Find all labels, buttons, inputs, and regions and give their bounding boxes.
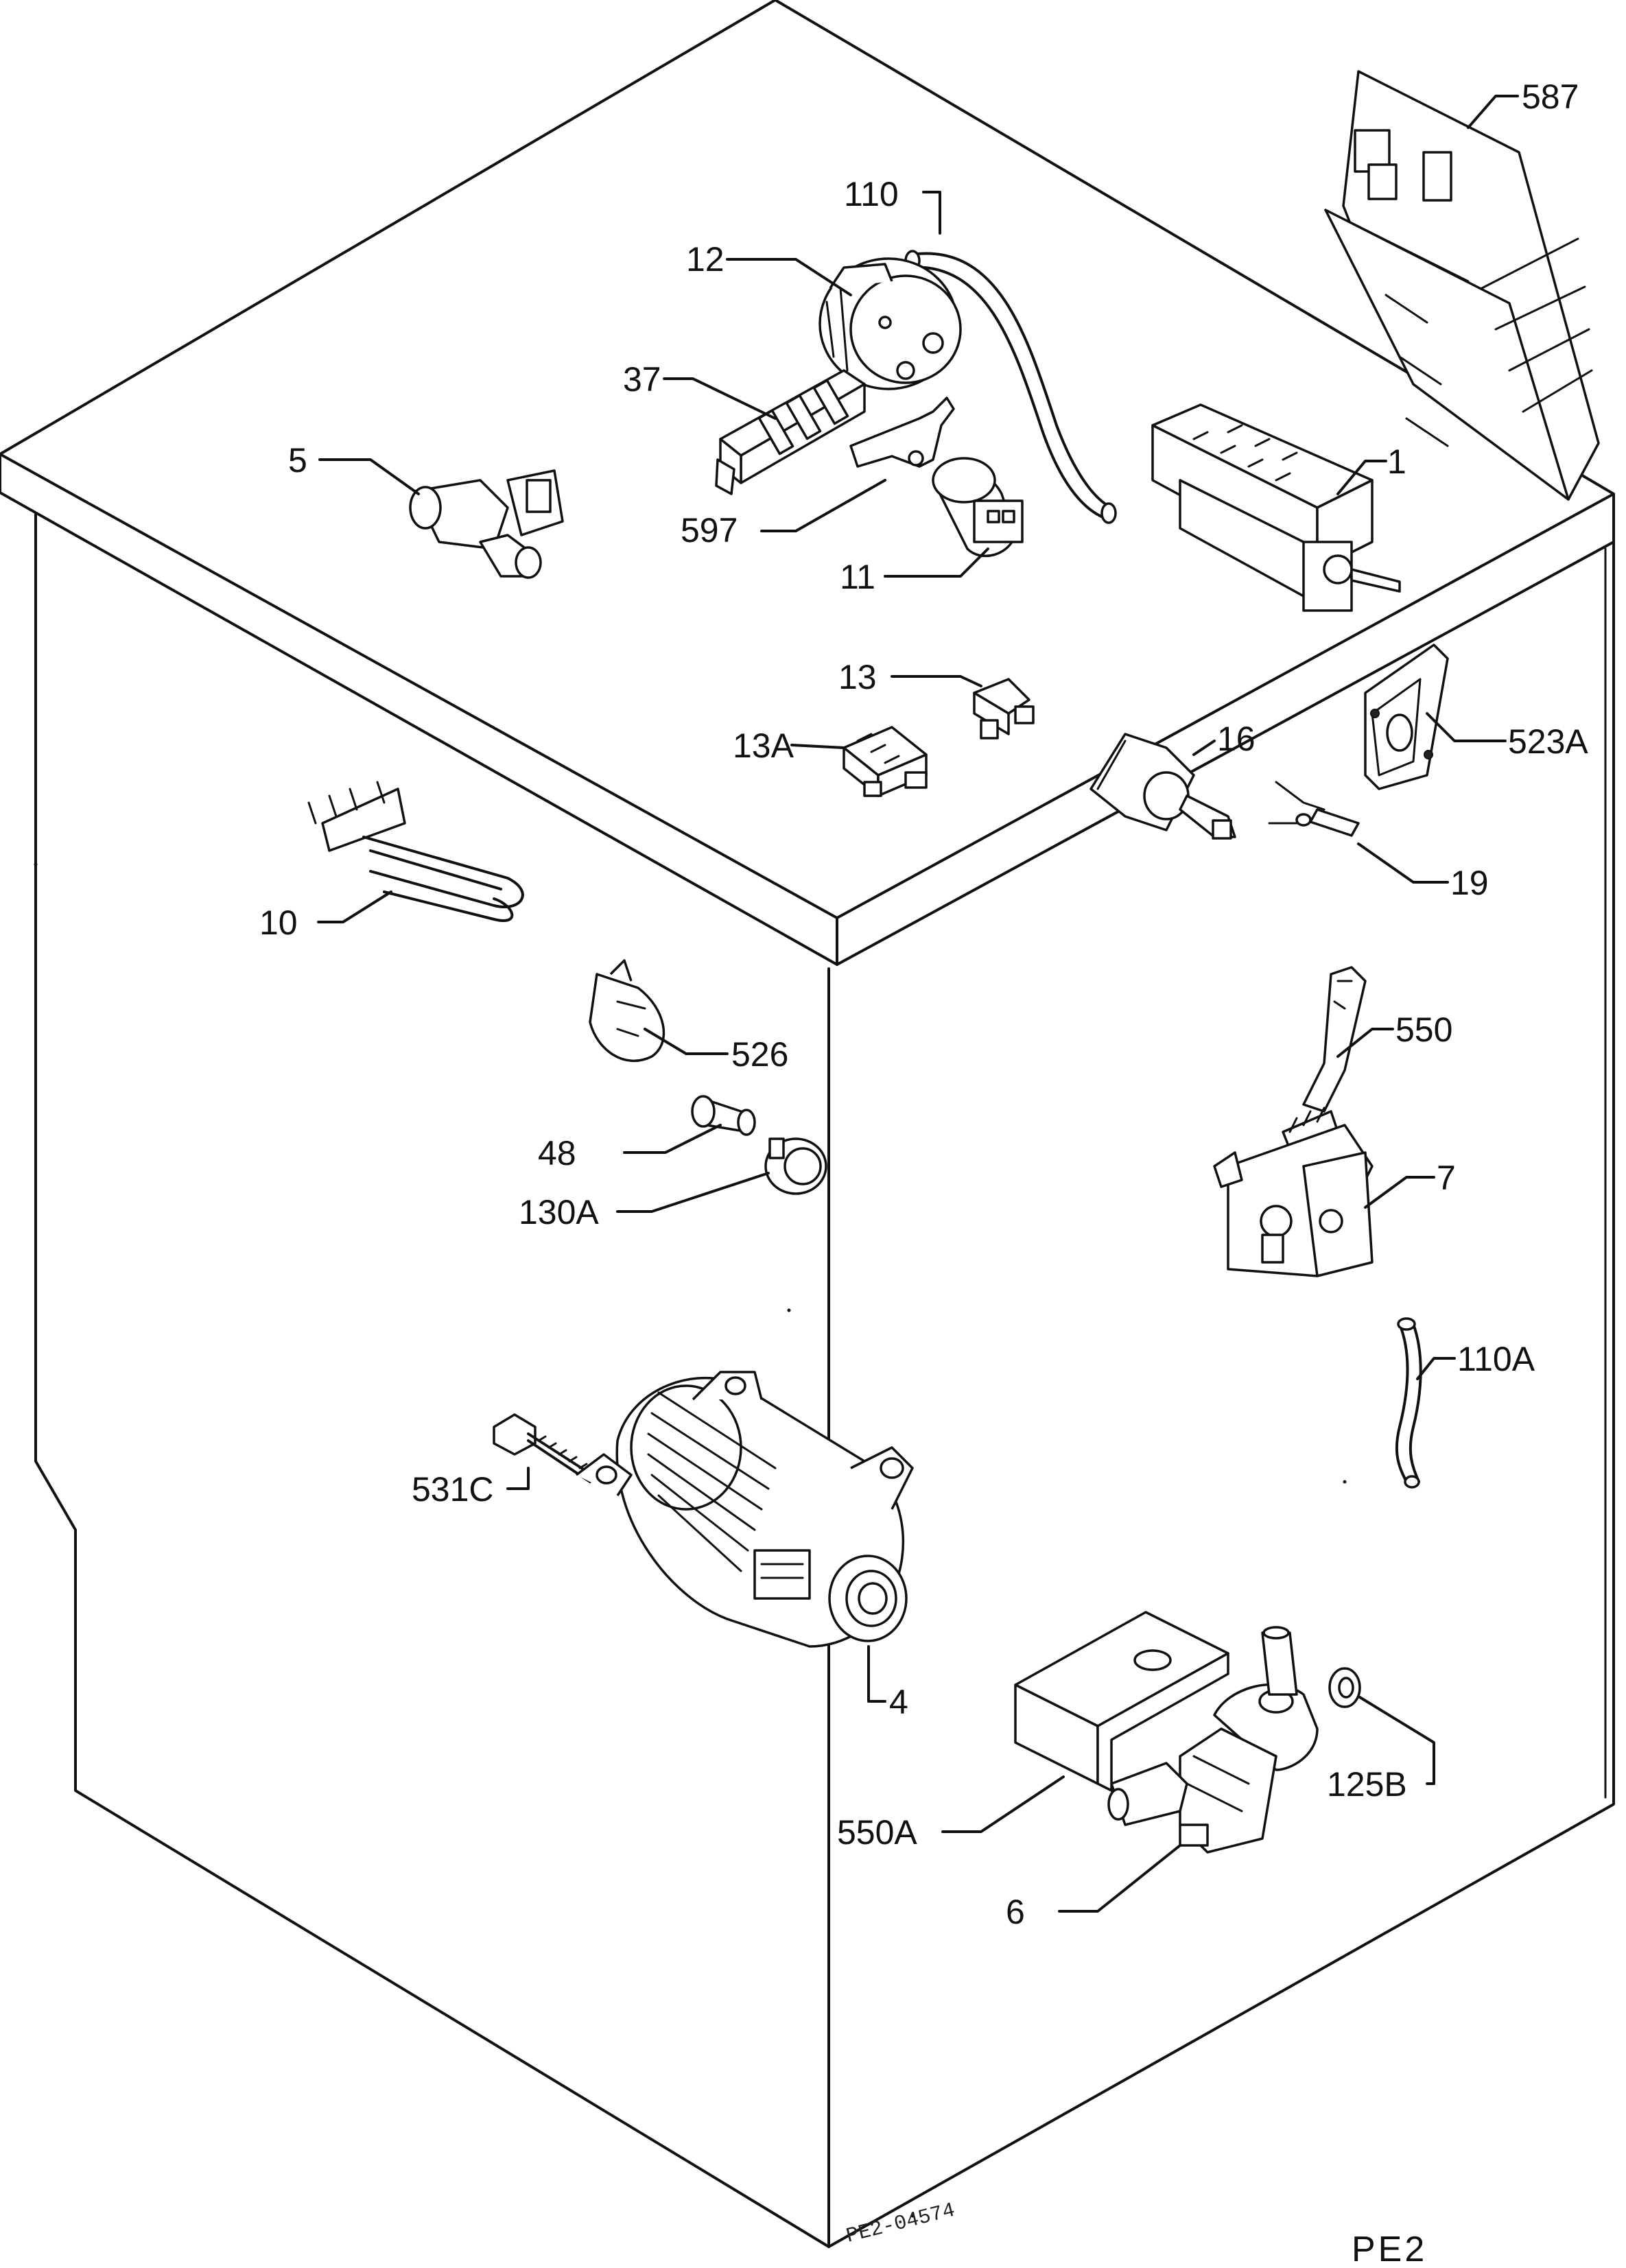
part-597-bracket [849,397,955,468]
part-587-control-board [1324,70,1600,501]
leader-10 [317,890,392,923]
leader-130A [616,1172,770,1213]
label-10: 10 [259,903,298,942]
leader-523A [1426,712,1507,742]
part-4-motor [575,1371,914,1648]
part-550A-cover [1014,1611,1229,1792]
label-597: 597 [681,511,738,550]
label-13A: 13A [733,727,794,765]
leader-37 [663,377,777,420]
label-7: 7 [1437,1159,1456,1197]
label-550A: 550A [837,1813,917,1852]
part-12-pressure-switch [818,257,962,390]
leader-13 [891,675,982,687]
leader-1 [1336,460,1387,495]
leader-7 [1364,1176,1435,1209]
leader-550 [1336,1028,1394,1058]
leader-5 [318,458,420,495]
leader-48 [623,1124,722,1154]
part-531C-screw [493,1413,591,1483]
label-110A: 110A [1457,1340,1535,1378]
leader-11 [884,547,989,578]
part-5-inlet-valve [409,469,564,579]
leader-6 [1058,1844,1181,1913]
leader-531C [506,1467,530,1490]
part-110A-hose [1395,1317,1422,1489]
part-19-lead [1268,781,1360,837]
leader-4 [867,1645,886,1703]
guide-dots [34,862,1347,2218]
label-550: 550 [1395,1011,1452,1049]
label-130A: 130A [519,1193,599,1231]
part-13-connector [973,678,1035,740]
label-531C: 531C [412,1470,494,1509]
part-523A-plate [1364,643,1449,790]
leader-110A [1416,1357,1456,1380]
part-16-switch [1089,733,1236,840]
leader-597 [760,479,886,532]
label-523A: 523A [1508,722,1588,761]
label-526: 526 [731,1035,788,1074]
leader-19 [1357,842,1449,884]
part-6-drain-pump [1107,1626,1319,1854]
leader-12 [726,258,852,296]
part-13A-connector [843,726,928,797]
part-7-interlock [1213,1107,1374,1277]
part-110-hose [904,250,1117,524]
part-11-capacitor [932,457,1024,558]
label-6: 6 [1006,1893,1025,1931]
leader-125B [1358,1696,1435,1785]
label-12: 12 [686,240,724,279]
label-110: 110 [844,175,899,213]
label-11: 11 [840,558,875,596]
leader-587 [1467,95,1519,129]
part-125B-seal [1328,1667,1361,1708]
label-4: 4 [889,1683,908,1721]
part-526-clip [589,959,665,1062]
part-1-timer [1151,403,1401,612]
label-1: 1 [1387,442,1406,481]
part-37-terminal-block [715,369,866,495]
label-5: 5 [288,441,307,480]
leader-550A [941,1775,1065,1833]
label-125B: 125B [1327,1765,1407,1804]
leader-110 [922,191,941,235]
label-16: 16 [1217,720,1256,758]
part-130A-thermostat [764,1137,827,1195]
page-code: PE2 [1352,2230,1427,2268]
part-10-heater [307,781,524,922]
label-587: 587 [1522,78,1579,116]
label-13: 13 [838,658,877,696]
label-48: 48 [538,1134,576,1172]
part-48-fuse-plug [691,1095,756,1136]
leader-13A [790,744,845,749]
label-37: 37 [623,360,661,399]
label-19: 19 [1450,864,1489,902]
leader-526 [644,1028,729,1055]
part-labels: 587 110 12 37 5 597 11 1 13 13A 16 523A … [259,78,1588,1931]
leader-16 [1192,740,1216,756]
